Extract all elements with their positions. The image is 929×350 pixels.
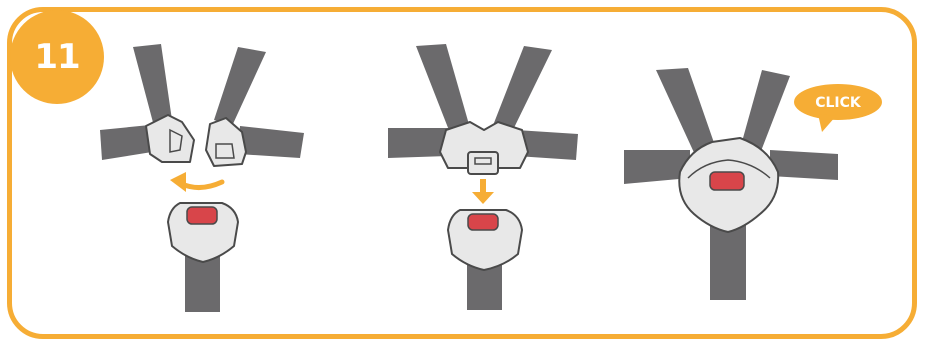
panel-1-unbuckled bbox=[100, 44, 304, 312]
release-button bbox=[467, 213, 499, 231]
left-waist-strap bbox=[100, 125, 152, 160]
right-shoulder-strap bbox=[738, 70, 790, 164]
left-shoulder-strap bbox=[416, 44, 470, 138]
step-number: 11 bbox=[34, 37, 80, 77]
left-waist-strap bbox=[624, 150, 690, 184]
release-button bbox=[709, 171, 745, 191]
right-shoulder-strap bbox=[492, 46, 552, 136]
right-waist-strap bbox=[770, 150, 838, 180]
release-button bbox=[186, 206, 218, 225]
panel-2-inserting bbox=[388, 44, 578, 310]
right-waist-strap bbox=[238, 126, 304, 158]
arrow-down-icon bbox=[472, 179, 494, 204]
joined-buckle-tongues bbox=[439, 121, 529, 169]
speech-bubble-icon: CLICK bbox=[794, 84, 882, 132]
panel-3-buckled: CLICK bbox=[624, 68, 882, 300]
curved-arrow-left-icon bbox=[170, 172, 225, 192]
right-buckle-tongue bbox=[205, 117, 247, 167]
right-waist-strap bbox=[516, 130, 578, 160]
crotch-strap bbox=[710, 222, 746, 300]
left-waist-strap bbox=[388, 128, 448, 158]
step-badge: 11 bbox=[10, 10, 104, 104]
click-label: CLICK bbox=[815, 95, 862, 111]
left-shoulder-strap bbox=[133, 44, 172, 130]
buckle-body bbox=[447, 209, 523, 271]
buckle-body bbox=[167, 202, 239, 263]
right-shoulder-strap bbox=[214, 47, 266, 126]
